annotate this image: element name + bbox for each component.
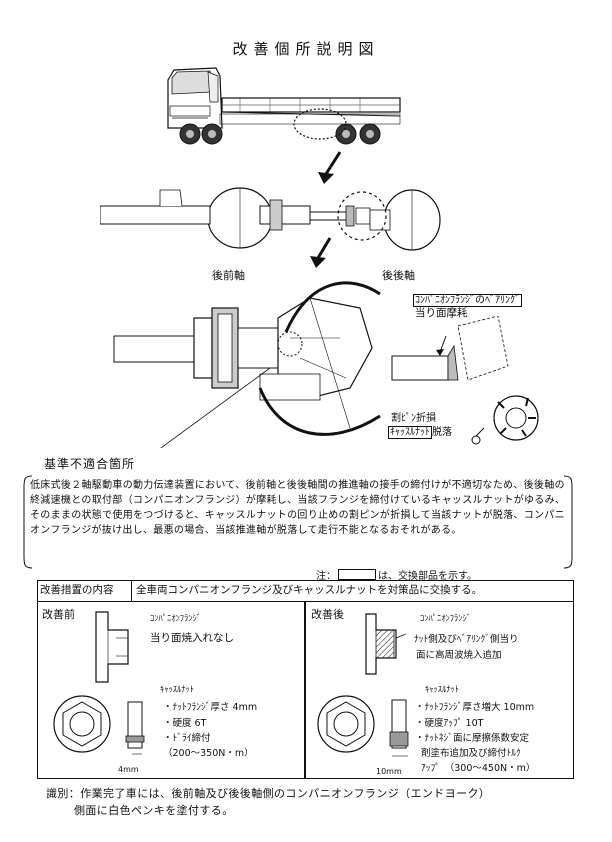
before-flange-desc: 当り面焼入れなし [150, 632, 234, 644]
after-flange-drawing [365, 613, 406, 675]
before-spec-4: （200～350N・m） [163, 748, 254, 759]
after-spec-5: ｱｯﾌﾟ （300～450N・m） [421, 763, 536, 774]
label-flange-bearing: ｺﾝﾊﾟﾆｵﾝﾌﾗﾝｼﾞのﾍﾞｱﾘﾝｸﾞ [413, 294, 522, 307]
label-rear-rear-axle: 後後軸 [382, 269, 415, 282]
identification-line-1: 識別：作業完了車には、後前軸及び後後軸側のコンパニオンフランジ（エンドヨーク） [46, 787, 491, 800]
after-flange-desc-2: 面に高周波焼入追加 [416, 650, 502, 661]
before-spec-2: ・硬度 6T [163, 718, 207, 729]
description-text: 低床式後２軸駆動車の動力伝達装置において、後前軸と後後軸間の推進軸の接手の締付け… [30, 480, 566, 536]
identification-line-2: 側面に白色ペンキを塗付する。 [74, 804, 234, 817]
before-flange-drawing [95, 611, 129, 683]
before-spec-3: ・ﾄﾞﾗｲ締付 [163, 733, 211, 744]
before-panel [37, 601, 305, 779]
truck-illustration [167, 67, 401, 145]
after-castle-nut-drawing [317, 695, 409, 757]
before-spec-1: ・ﾅｯﾄﾌﾗﾝｼﾞ厚さ 4mm [163, 702, 258, 713]
measure-heading: 改善措置の内容 [37, 580, 132, 602]
note-suffix: は、交換部品を示す。 [378, 571, 477, 582]
before-heading: 改善前 [42, 608, 75, 621]
label-split-pin: 割ﾋﾟﾝ折損 [391, 413, 436, 424]
page-title: 改善個所説明図 [232, 40, 380, 58]
castle-nut-detail [471, 395, 539, 445]
label-front-rear-axle: 後前軸 [212, 269, 245, 282]
label-standard-nonconformity: 基準不適合箇所 [44, 457, 136, 471]
before-nut-label: ｷｬｯｽﾙﾅｯﾄ [160, 685, 195, 695]
arrow-down-icon [310, 237, 332, 268]
after-heading: 改善後 [311, 608, 344, 621]
joint-detail-drawing [113, 281, 381, 448]
after-dimension: 10mm [376, 767, 402, 776]
before-flange-label: ｺﾝﾊﾟﾆｵﾝﾌﾗﾝｼﾞ [150, 614, 202, 624]
after-panel [305, 601, 574, 779]
measure-text: 全車両コンパニオンフランジ及びキャッスルナットを対策品に交換する。 [136, 584, 483, 596]
description-bracket [23, 475, 573, 569]
replacement-part-indicator [338, 569, 376, 580]
after-spec-3: ・ﾅｯﾄﾈｼﾞ面に摩擦係数安定 [415, 733, 530, 744]
bearing-wear-detail [391, 316, 509, 381]
label-castle-nut: ｷｬｯｽﾙﾅｯﾄ [388, 426, 432, 439]
label-falloff: 脱落 [432, 427, 452, 438]
drivetrain-overview [100, 187, 441, 251]
after-spec-2: ・硬度ｱｯﾌﾟ 10T [415, 718, 484, 729]
after-flange-label: ｺﾝﾊﾟﾆｵﾝﾌﾗﾝｼﾞ [420, 614, 472, 624]
arrow-down-icon [318, 151, 342, 184]
note-prefix: 注： [316, 571, 336, 582]
label-contact-wear: 当り面摩耗 [415, 307, 468, 319]
after-spec-4: 剤塗布追加及び締付ﾄﾙｸ [421, 748, 521, 759]
before-dimension: 4mm [118, 765, 139, 774]
after-flange-desc-1: ﾅｯﾄ側及びﾍﾞｱﾘﾝｸﾞ側当り [414, 634, 519, 645]
after-spec-1: ・ﾅｯﾄﾌﾗﾝｼﾞ厚さ増大 10mm [415, 702, 535, 713]
after-nut-label: ｷｬｯｽﾙﾅｯﾄ [425, 685, 460, 695]
note: 注： は、交換部品を示す。 [316, 567, 477, 582]
before-castle-nut-drawing [53, 695, 145, 755]
